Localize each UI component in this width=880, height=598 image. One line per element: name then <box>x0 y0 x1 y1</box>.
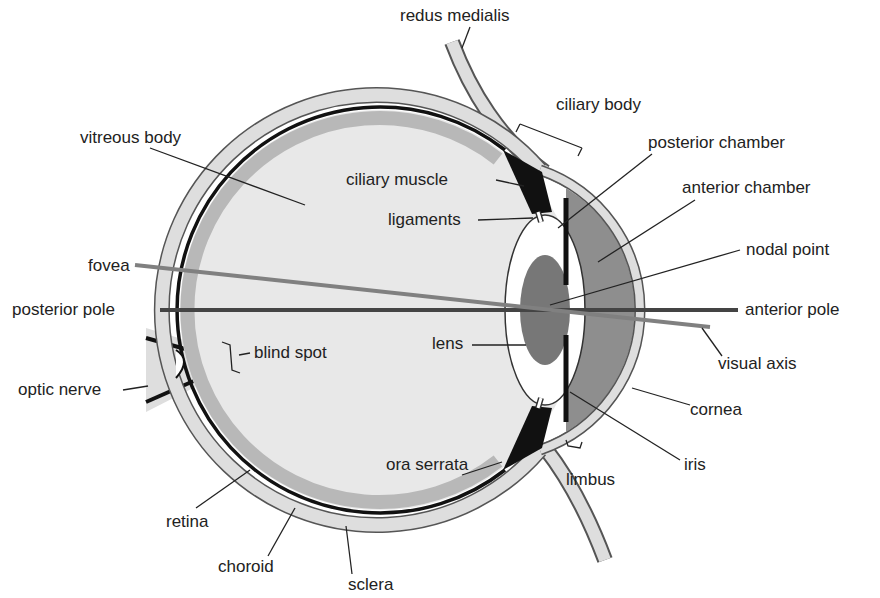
part-label: retina <box>166 512 209 532</box>
part-label: nodal point <box>746 240 829 260</box>
part-label: posterior pole <box>12 300 115 320</box>
part-label: choroid <box>218 557 274 577</box>
part-label: limbus <box>566 470 615 490</box>
part-label: ora serrata <box>386 455 468 475</box>
part-label: blind spot <box>254 343 327 363</box>
part-label: cornea <box>690 400 742 420</box>
part-label: anterior pole <box>745 300 840 320</box>
part-label: ciliary body <box>556 95 641 115</box>
part-label: ciliary muscle <box>346 170 448 190</box>
part-label: visual axis <box>718 354 796 374</box>
part-label: sclera <box>348 575 393 595</box>
part-label: iris <box>684 455 706 475</box>
part-label: redus medialis <box>400 6 510 26</box>
part-label: vitreous body <box>80 128 181 148</box>
part-label: fovea <box>88 256 130 276</box>
part-label: anterior chamber <box>682 178 811 198</box>
part-label: ligaments <box>388 210 461 230</box>
part-label: posterior chamber <box>648 133 785 153</box>
part-label: optic nerve <box>18 380 101 400</box>
part-label: lens <box>432 334 463 354</box>
